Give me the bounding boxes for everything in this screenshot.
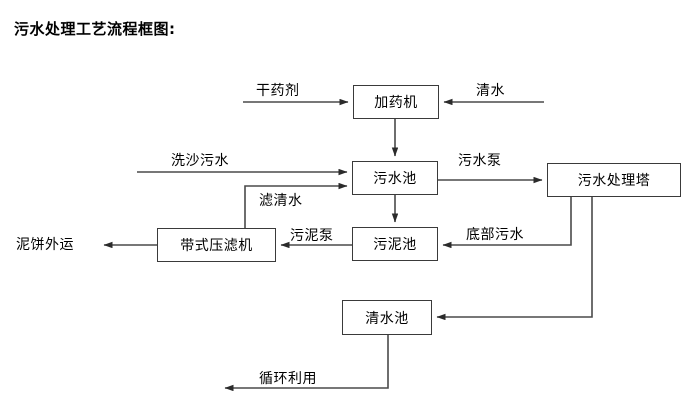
node-sewage-pool[interactable]: 污水池 [352,161,438,195]
page-title: 污水处理工艺流程框图: [14,20,176,38]
edge-tower-to-sludge-pool [442,197,572,249]
node-sludge-pool[interactable]: 污泥池 [352,227,438,261]
label-dry-reagent: 干药剂 [256,83,300,99]
label-recycling-use: 循环利用 [259,371,317,387]
edge-tower-to-clean-water-pool [436,197,593,321]
node-clean-water-pool[interactable]: 清水池 [342,300,432,335]
edge-filtrate-to-sewage-pool [244,182,348,228]
label-filtrate-clear-water: 滤清水 [259,193,303,209]
label-sewage-pump: 污水泵 [458,153,502,169]
label-sludge-pump: 污泥泵 [290,228,334,244]
node-treatment-tower[interactable]: 污水处理塔 [547,163,681,197]
node-dosing-machine[interactable]: 加药机 [353,85,439,119]
label-bottom-sewage: 底部污水 [466,227,524,243]
label-mud-cake-transport: 泥饼外运 [16,237,74,253]
label-sand-wash-sewage: 洗沙污水 [171,153,229,169]
node-belt-filter-press[interactable]: 带式压滤机 [157,228,276,262]
edge-clean-water-recycle [224,335,389,392]
label-clean-water-inlet: 清水 [476,83,505,99]
